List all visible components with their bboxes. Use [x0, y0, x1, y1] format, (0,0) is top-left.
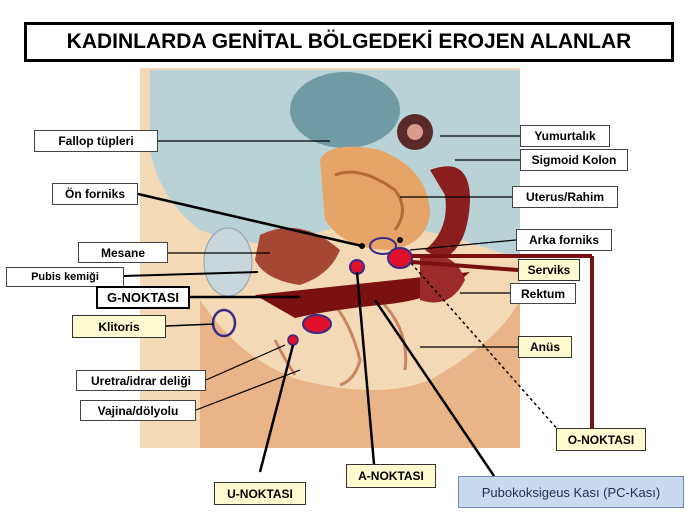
- label-rektum: Rektum: [510, 283, 576, 304]
- u-spot-marker: [287, 334, 299, 346]
- label-pc-kasi: Pubokoksigeus Kası (PC-Kası): [458, 476, 684, 508]
- label-serviks: Serviks: [518, 259, 580, 281]
- anterior-fornix-spot: [369, 237, 397, 255]
- leader-on-forniks: [137, 192, 363, 248]
- leader-serviks: [411, 260, 519, 272]
- perineum-shape: [200, 300, 520, 448]
- label-anus: Anüs: [518, 336, 572, 358]
- bladder-muscle-shape: [255, 227, 340, 285]
- label-sigmoid-kolon: Sigmoid Kolon: [520, 149, 628, 171]
- sigmoid-colon-shape: [425, 166, 470, 260]
- label-a-noktasi: A-NOKTASI: [346, 464, 436, 488]
- leader-uretra: [205, 344, 286, 381]
- g-spot-marker: [302, 314, 332, 334]
- leader-arka-forniks: [409, 239, 517, 251]
- label-fallop-tupleri: Fallop tüpleri: [34, 130, 158, 152]
- label-yumurtalik: Yumurtalık: [520, 125, 610, 147]
- posterior-fornix-spot: [387, 247, 413, 269]
- leader-pc-kasi: [373, 299, 496, 477]
- a-spot-marker: [349, 259, 365, 275]
- label-u-noktasi: U-NOKTASI: [214, 482, 306, 505]
- label-uretra: Uretra/idrar deliği: [76, 370, 206, 391]
- label-mesane: Mesane: [78, 242, 168, 263]
- label-klitoris: Klitoris: [72, 315, 166, 338]
- label-o-noktasi: O-NOKTASI: [556, 428, 646, 451]
- label-pubis-kemigi: Pubis kemiği: [6, 267, 124, 287]
- leader-klitoris: [165, 323, 215, 327]
- leader-pubis: [123, 271, 259, 277]
- page-title: KADINLARDA GENİTAL BÖLGEDEKİ EROJEN ALAN…: [24, 22, 674, 62]
- leader-o-noktasi-dotted: [409, 261, 561, 433]
- pubic-bone-shape: [203, 227, 253, 297]
- label-on-forniks: Ön forniks: [52, 183, 138, 205]
- clitoris-marker: [211, 308, 237, 338]
- label-arka-forniks: Arka forniks: [516, 229, 612, 251]
- label-uterus-rahim: Uterus/Rahim: [512, 186, 618, 208]
- vaginal-canal-shape: [255, 272, 470, 318]
- leader-a-noktasi: [355, 271, 376, 465]
- leader-u-noktasi: [258, 344, 295, 473]
- leader-lines: [123, 135, 594, 477]
- label-g-noktasi: G-NOKTASI: [96, 286, 190, 309]
- label-vajina: Vajina/dölyolu: [80, 400, 196, 421]
- leader-vajina: [195, 369, 301, 411]
- fallopian-tube-shape: [290, 72, 400, 148]
